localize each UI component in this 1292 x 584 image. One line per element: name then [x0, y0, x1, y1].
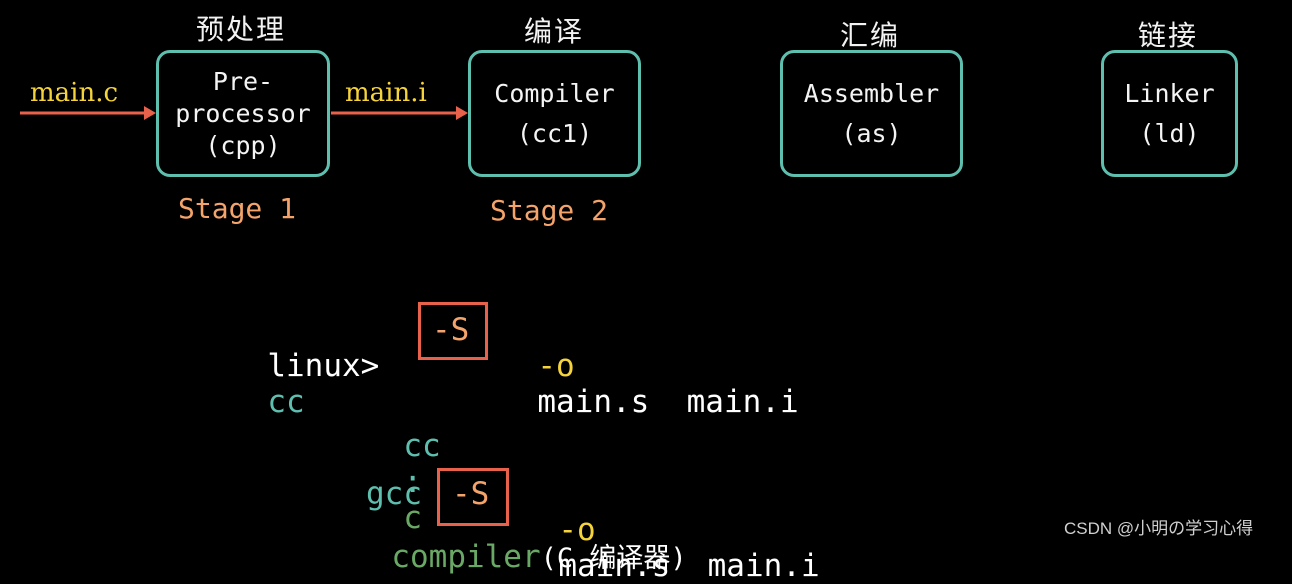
stage-2-label: Stage 2 [490, 194, 609, 227]
box-line: processor [175, 98, 311, 128]
linker-box: Linker (ld) [1101, 50, 1238, 177]
preprocessor-box: Pre- processor (cpp) [156, 50, 330, 177]
input-file-label: main.c [30, 78, 119, 108]
flag-highlight-2 [437, 468, 509, 526]
heading-link: 链接 [1138, 19, 1199, 52]
flag-s-1: -S [432, 312, 470, 348]
note-cc: cc [403, 428, 441, 464]
box-line: (as) [841, 118, 902, 148]
command-line-1: linux> cc [230, 312, 379, 420]
assembler-box: Assembler (as) [780, 50, 963, 177]
flow-arrows [20, 106, 468, 120]
box-line: Assembler [803, 78, 940, 108]
heading-assemble: 汇编 [840, 19, 901, 52]
heading-compile: 编译 [524, 15, 585, 48]
output-option: -o [537, 348, 575, 384]
flag-s-2: -S [452, 476, 490, 512]
gcc-command: gcc [366, 476, 422, 512]
output-option: -o [558, 512, 596, 548]
file-args: main.s main.i [558, 548, 820, 584]
arrowhead-input [144, 106, 156, 120]
intermediate-file-label: main.i [345, 78, 427, 108]
box-line: (ld) [1139, 118, 1200, 148]
box-line: (cpp) [205, 130, 281, 160]
command-line-2-args: -o main.s main.i [521, 476, 820, 584]
command-line-1-args: -o main.s main.i [500, 312, 799, 420]
note-colon: : [403, 464, 422, 500]
compiler-box: Compiler (cc1) [468, 50, 641, 177]
stage-1-label: Stage 1 [178, 192, 297, 225]
note-compiler: compiler [391, 539, 541, 575]
watermark: CSDN @小明の学习心得 [1064, 519, 1254, 538]
note-c: c [403, 500, 422, 536]
file-args: main.s main.i [537, 384, 799, 420]
box-line: Linker [1124, 78, 1215, 108]
box-line: Pre- [212, 66, 274, 96]
cc-command: cc [267, 384, 305, 420]
box-line: Compiler [494, 78, 615, 108]
arrowhead-mid [456, 106, 468, 120]
box-line: (cc1) [516, 118, 593, 148]
heading-preprocess: 预处理 [196, 13, 287, 46]
flag-highlight-1 [418, 302, 488, 360]
shell-prompt: linux> [267, 348, 380, 384]
